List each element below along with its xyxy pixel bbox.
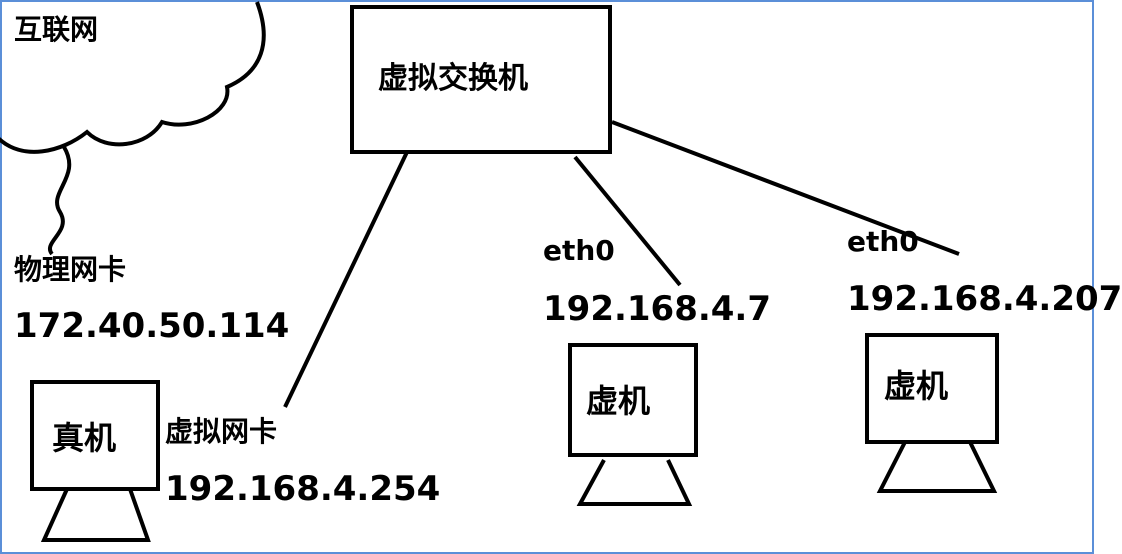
vm2-nic: eth0 <box>847 225 919 258</box>
vm1-label: 虚机 <box>586 382 651 420</box>
vm1-ip: 192.168.4.7 <box>543 289 772 329</box>
host-label: 真机 <box>52 419 117 457</box>
host-stand <box>40 488 151 542</box>
switch-box <box>350 5 612 154</box>
physical-nic-ip: 172.40.50.114 <box>14 306 290 346</box>
link-vm2-switch <box>611 120 960 256</box>
host-monitor <box>30 380 160 491</box>
vm2-monitor <box>865 333 999 444</box>
physical-nic-label: 物理网卡 <box>14 253 127 286</box>
virtual-nic-label: 虚拟网卡 <box>165 415 278 448</box>
vm1-stand <box>576 459 693 506</box>
internet-cloud <box>0 1 266 154</box>
vm2-stand <box>876 441 998 493</box>
internet-wire <box>48 145 72 256</box>
link-vm1-switch <box>573 155 682 287</box>
switch-label: 虚拟交换机 <box>378 61 528 96</box>
virtual-nic-ip: 192.168.4.254 <box>165 469 441 509</box>
internet-label: 互联网 <box>14 13 99 46</box>
vm2-label: 虚机 <box>884 367 949 405</box>
vm1-nic: eth0 <box>543 234 615 267</box>
link-host-switch <box>283 151 409 408</box>
vm2-ip: 192.168.4.207 <box>847 279 1122 319</box>
vm1-monitor <box>568 343 698 457</box>
diagram-lines <box>0 1 999 542</box>
